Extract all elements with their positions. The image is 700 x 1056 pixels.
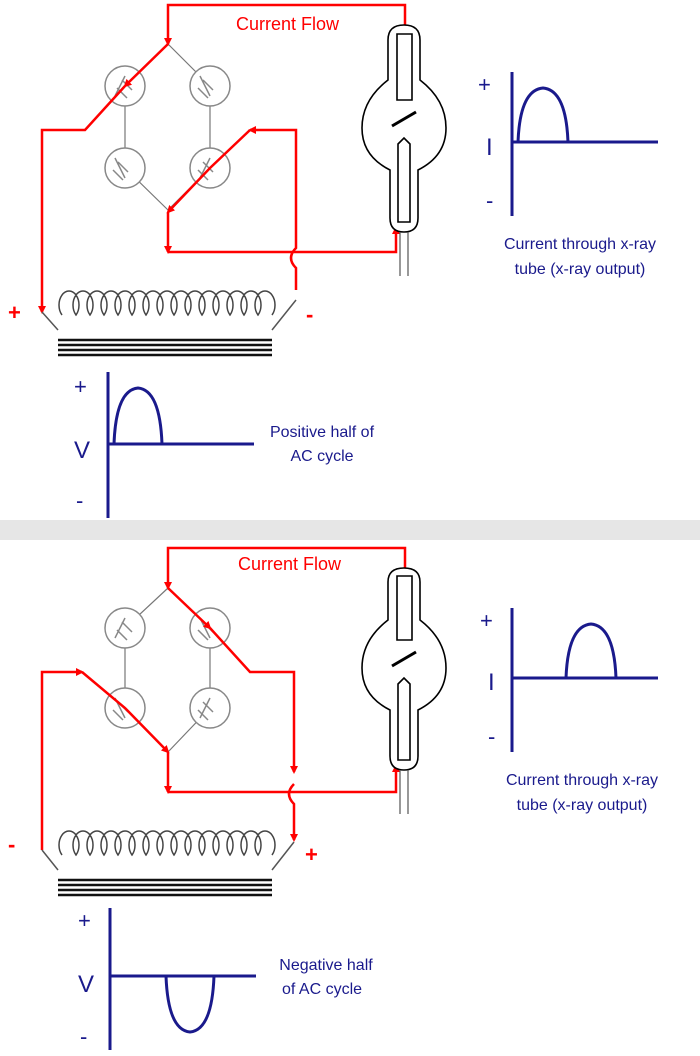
transformer-right-sign: - [306,302,313,327]
tube-graph-plus: + [480,608,493,633]
tube-current-graph [510,72,658,216]
current-flow-path [38,3,407,314]
transformer [41,830,295,897]
voltage-graph-plus: + [74,374,87,399]
transformer-left-sign: - [8,832,15,857]
voltage-graph-caption-line2: of AC cycle [282,981,362,998]
tube-graph-caption-line2: tube (x-ray output) [517,797,648,814]
panel-divider [0,520,700,540]
rectifier-diode [104,607,146,649]
tube-graph-axis: I [486,134,493,161]
current-flow-label: Current Flow [238,554,342,574]
tube-current-graph [510,608,658,752]
tube-graph-minus: - [486,188,493,213]
current-flow-path [40,546,407,850]
voltage-graph [108,908,256,1050]
voltage-graph-caption-line1: Positive half of [270,424,375,441]
tube-graph-plus: + [478,72,491,97]
bridge-wires [124,43,211,211]
current-flow-label: Current Flow [236,14,340,34]
xray-tube [361,567,447,814]
voltage-graph-minus: - [80,1024,87,1049]
tube-graph-caption-line1: Current through x-ray [504,236,656,253]
rectifier-diode [104,147,146,189]
voltage-graph-minus: - [76,488,83,513]
tube-graph-caption-line1: Current through x-ray [506,772,658,789]
transformer-right-sign: + [305,842,318,867]
positive-cycle-diagram: + - Current Flow + I - Current through x… [8,3,658,518]
rectifier-diode [189,687,231,729]
voltage-graph [106,372,254,518]
tube-graph-caption-line2: tube (x-ray output) [515,261,646,278]
voltage-graph-axis: V [74,437,90,464]
voltage-graph-axis: V [78,971,94,998]
negative-cycle-diagram: - + Current Flow + I - Current through x… [8,546,658,1050]
negative-half-cycle-panel: - + Current Flow + I - Current through x… [0,540,700,1056]
positive-half-cycle-panel: + - Current Flow + I - Current through x… [0,0,700,520]
transformer [41,290,297,357]
transformer-left-sign: + [8,300,21,325]
voltage-graph-caption-line2: AC cycle [290,448,353,465]
xray-tube [361,24,447,276]
tube-graph-minus: - [488,724,495,749]
rectifier-diode [189,65,231,107]
voltage-graph-plus: + [78,908,91,933]
voltage-graph-caption-line1: Negative half [279,957,373,974]
tube-graph-axis: I [488,669,495,696]
